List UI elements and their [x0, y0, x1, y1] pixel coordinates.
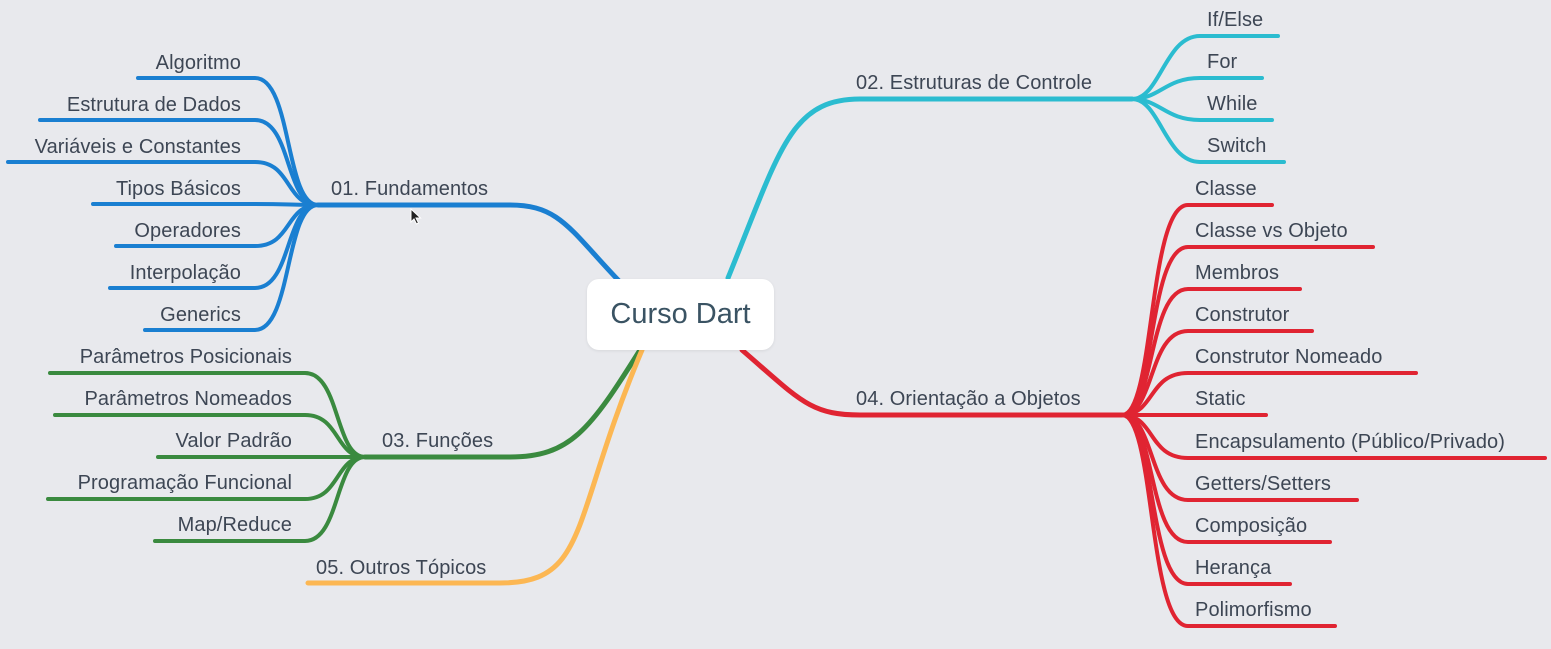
leaf-line-construtor-nomeado[interactable]	[1120, 371, 1418, 417]
branch-funcoes-label[interactable]: 03. Funções	[382, 430, 494, 452]
connector-outros[interactable]	[305, 347, 645, 586]
leaf-parametros-posicionais[interactable]: Parâmetros Posicionais	[79, 346, 292, 368]
leaf-variaveis-e-constantes[interactable]: Variáveis e Constantes	[34, 136, 241, 158]
connector-fundamentos[interactable]	[315, 202, 623, 285]
leaf-operadores[interactable]: Operadores	[134, 220, 241, 242]
branch-estruturas-lines	[725, 34, 1286, 281]
leaf-interpolacao[interactable]: Interpolação	[129, 262, 241, 284]
leaf-static[interactable]: Static	[1195, 388, 1246, 410]
leaf-line-if-else[interactable]	[1130, 34, 1280, 101]
leaf-classe[interactable]: Classe	[1195, 178, 1257, 200]
branch-fundamentos-lines	[6, 76, 623, 332]
leaf-encapsulamento[interactable]: Encapsulamento (Público/Privado)	[1195, 431, 1506, 453]
leaf-line-switch[interactable]	[1130, 97, 1286, 164]
connector-orientacao[interactable]	[739, 347, 1125, 418]
leaf-composicao[interactable]: Composição	[1195, 515, 1308, 537]
leaf-tipos-basicos[interactable]: Tipos Básicos	[115, 178, 241, 200]
root-node-label: Curso Dart	[610, 298, 751, 330]
leaf-line-polimorfismo[interactable]	[1120, 413, 1337, 628]
leaf-valor-padrao[interactable]: Valor Padrão	[175, 430, 292, 452]
connector-funcoes[interactable]	[362, 347, 643, 460]
leaf-while[interactable]: While	[1207, 93, 1258, 115]
leaf-line-generics[interactable]	[143, 203, 320, 332]
leaf-getters-setters[interactable]: Getters/Setters	[1195, 473, 1331, 495]
leaf-map-reduce[interactable]: Map/Reduce	[177, 514, 292, 536]
leaf-construtor-nomeado[interactable]: Construtor Nomeado	[1195, 346, 1383, 368]
leaf-heranca[interactable]: Herança	[1195, 557, 1272, 579]
leaf-membros[interactable]: Membros	[1195, 262, 1280, 284]
leaf-classe-vs-objeto[interactable]: Classe vs Objeto	[1195, 220, 1348, 242]
leaf-polimorfismo[interactable]: Polimorfismo	[1195, 599, 1312, 621]
leaf-switch[interactable]: Switch	[1207, 135, 1267, 157]
leaf-construtor[interactable]: Construtor	[1195, 304, 1290, 326]
leaf-generics[interactable]: Generics	[160, 304, 241, 326]
leaf-line-tipos-basicos[interactable]	[91, 202, 320, 207]
branch-funcoes-lines	[46, 347, 643, 543]
leaf-line-construtor[interactable]	[1120, 329, 1314, 417]
connector-estruturas[interactable]	[725, 96, 1135, 281]
leaf-parametros-nomeados[interactable]: Parâmetros Nomeados	[84, 388, 292, 410]
leaf-for[interactable]: For	[1207, 51, 1238, 73]
branch-outros-lines	[305, 347, 645, 586]
leaf-if-else[interactable]: If/Else	[1207, 9, 1264, 31]
leaf-algoritmo[interactable]: Algoritmo	[155, 52, 241, 74]
mouse-cursor-icon	[410, 208, 422, 225]
leaf-estrutura-de-dados[interactable]: Estrutura de Dados	[66, 94, 241, 116]
branch-orientacao-lines	[739, 203, 1547, 628]
branch-estruturas-label[interactable]: 02. Estruturas de Controle	[856, 72, 1093, 94]
branch-orientacao-label[interactable]: 04. Orientação a Objetos	[856, 388, 1081, 410]
leaf-programacao-funcional[interactable]: Programação Funcional	[77, 472, 292, 494]
root-node[interactable]: Curso Dart	[587, 279, 774, 350]
branch-fundamentos-label[interactable]: 01. Fundamentos	[331, 178, 489, 200]
branch-outros-label[interactable]: 05. Outros Tópicos	[316, 557, 487, 579]
leaf-line-map-reduce[interactable]	[153, 455, 367, 543]
